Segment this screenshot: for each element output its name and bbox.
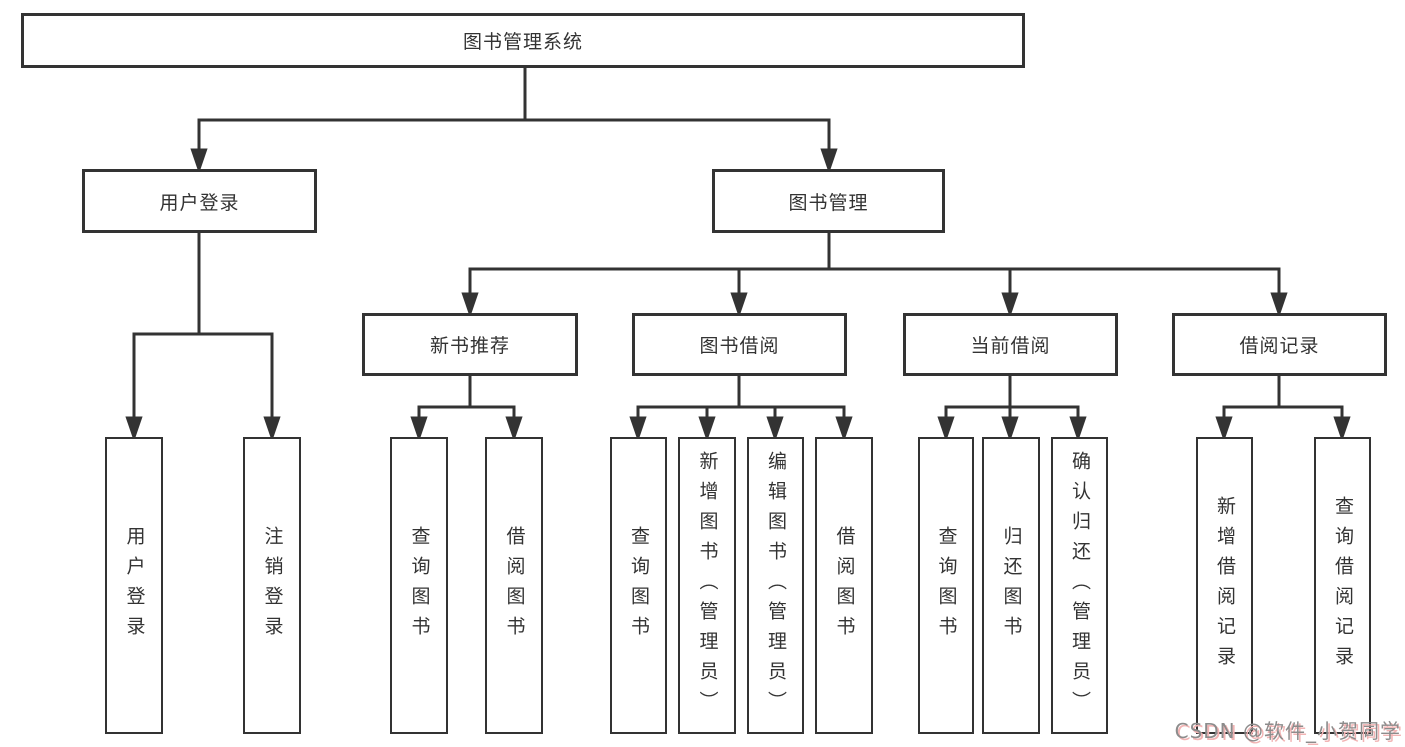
node-book-management: 图书管理 <box>712 169 945 233</box>
leaf-current-query-books: 查询图书 <box>918 437 974 734</box>
leaf-rec-borrow-books: 借阅图书 <box>485 437 543 734</box>
leaf-edit-books-admin: 编辑图书（管理员） <box>747 437 804 734</box>
leaf-return-books-label: 归还图书 <box>1000 525 1023 646</box>
csdn-watermark: CSDN @软件_小贺同学 <box>1174 719 1401 743</box>
leaf-query-borrow-record-label: 查询借阅记录 <box>1332 495 1354 676</box>
leaf-current-query-books-label: 查询图书 <box>935 525 958 646</box>
node-root-system: 图书管理系统 <box>21 13 1025 68</box>
node-borrow-records: 借阅记录 <box>1172 313 1387 376</box>
leaf-borrow-books: 借阅图书 <box>815 437 873 734</box>
node-current-borrow-label: 当前借阅 <box>970 335 1051 357</box>
node-book-borrow-label: 图书借阅 <box>699 335 780 357</box>
leaf-confirm-return-admin: 确认归还（管理员） <box>1051 437 1108 734</box>
leaf-borrow-query-books-label: 查询图书 <box>628 525 650 646</box>
leaf-add-borrow-record-label: 新增借阅记录 <box>1214 495 1236 676</box>
leaf-borrow-books-label: 借阅图书 <box>833 525 856 646</box>
leaf-add-books-admin-label: 新增图书（管理员） <box>696 450 719 721</box>
node-borrow-records-label: 借阅记录 <box>1239 335 1320 357</box>
node-new-book-recommend-label: 新书推荐 <box>429 335 510 357</box>
leaf-rec-query-books: 查询图书 <box>390 437 448 734</box>
leaf-logout-label: 注销登录 <box>261 525 284 646</box>
leaf-return-books: 归还图书 <box>982 437 1040 734</box>
leaf-user-login-label: 用户登录 <box>123 525 146 646</box>
node-new-book-recommend: 新书推荐 <box>362 313 578 376</box>
leaf-confirm-return-admin-label: 确认归还（管理员） <box>1069 450 1091 721</box>
leaf-query-borrow-record: 查询借阅记录 <box>1314 437 1371 734</box>
leaf-edit-books-admin-label: 编辑图书（管理员） <box>765 450 787 721</box>
node-user-login-label: 用户登录 <box>159 191 240 214</box>
node-current-borrow: 当前借阅 <box>903 313 1118 376</box>
leaf-user-login: 用户登录 <box>105 437 163 734</box>
leaf-logout: 注销登录 <box>243 437 301 734</box>
leaf-rec-query-books-label: 查询图书 <box>408 525 431 646</box>
leaf-borrow-query-books: 查询图书 <box>610 437 667 734</box>
node-user-login: 用户登录 <box>82 169 317 233</box>
node-book-borrow: 图书借阅 <box>632 313 847 376</box>
leaf-add-books-admin: 新增图书（管理员） <box>678 437 736 734</box>
leaf-rec-borrow-books-label: 借阅图书 <box>503 525 526 646</box>
node-book-management-label: 图书管理 <box>788 191 869 214</box>
leaf-add-borrow-record: 新增借阅记录 <box>1196 437 1253 734</box>
node-root-label: 图书管理系统 <box>462 31 583 53</box>
